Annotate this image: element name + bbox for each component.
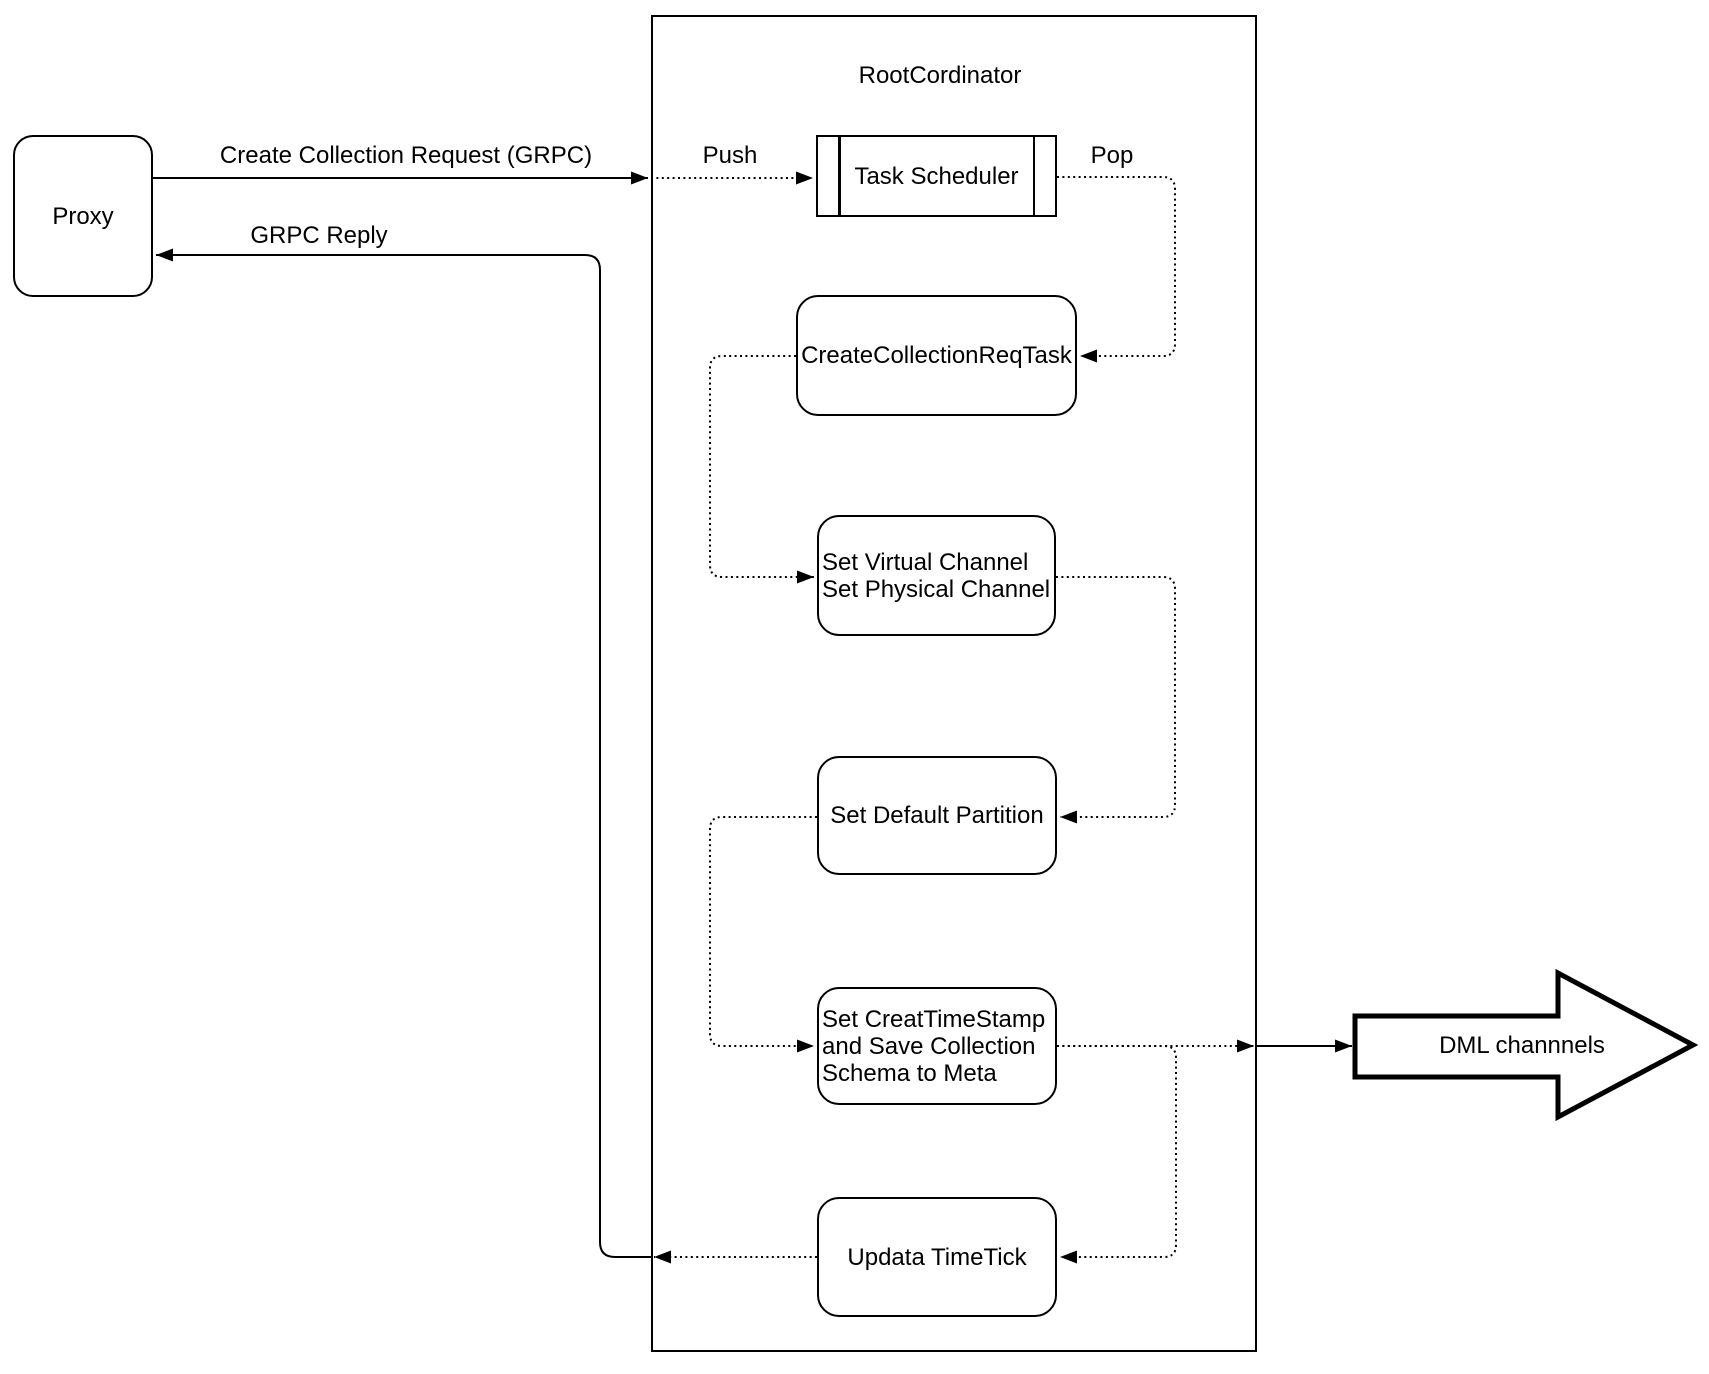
set-default-partition-node: Set Default Partition <box>817 756 1057 875</box>
task-scheduler-right-bar <box>1032 137 1035 215</box>
proxy-node: Proxy <box>13 135 153 297</box>
task-scheduler-label: Task Scheduler <box>854 162 1019 190</box>
create-collection-req-task-label: CreateCollectionReqTask <box>801 342 1072 369</box>
edge-grpc-reply <box>156 248 651 1258</box>
root-coordinator-title: RootCordinator <box>858 62 1022 89</box>
task-scheduler-left-bar <box>838 137 841 215</box>
set-creat-timestamp-line3: Schema to Meta <box>822 1059 997 1087</box>
set-creat-timestamp-line1: Set CreatTimeStamp <box>822 1005 1046 1033</box>
set-creat-timestamp-node: Set CreatTimeStamp and Save Collection S… <box>817 987 1057 1105</box>
dml-channels-label: DML channnels <box>1439 1032 1605 1059</box>
push-label: Push <box>702 142 758 169</box>
task-scheduler-node: Task Scheduler <box>816 135 1057 217</box>
updata-timetick-node: Updata TimeTick <box>817 1197 1057 1317</box>
set-channels-line1: Set Virtual Channel <box>822 548 1029 576</box>
grpc-reply-label: GRPC Reply <box>250 222 388 249</box>
create-collection-req-task-node: CreateCollectionReqTask <box>796 295 1077 416</box>
proxy-label: Proxy <box>52 202 114 230</box>
set-channels-line2: Set Physical Channel <box>822 575 1051 603</box>
set-creat-timestamp-line2: and Save Collection <box>822 1032 1036 1060</box>
create-collection-request-label: Create Collection Request (GRPC) <box>219 142 593 169</box>
set-channels-node: Set Virtual Channel Set Physical Channel <box>817 515 1056 636</box>
set-default-partition-label: Set Default Partition <box>830 802 1044 829</box>
pop-label: Pop <box>1090 142 1134 169</box>
root-coordinator-container <box>651 15 1257 1352</box>
updata-timetick-label: Updata TimeTick <box>847 1243 1027 1271</box>
